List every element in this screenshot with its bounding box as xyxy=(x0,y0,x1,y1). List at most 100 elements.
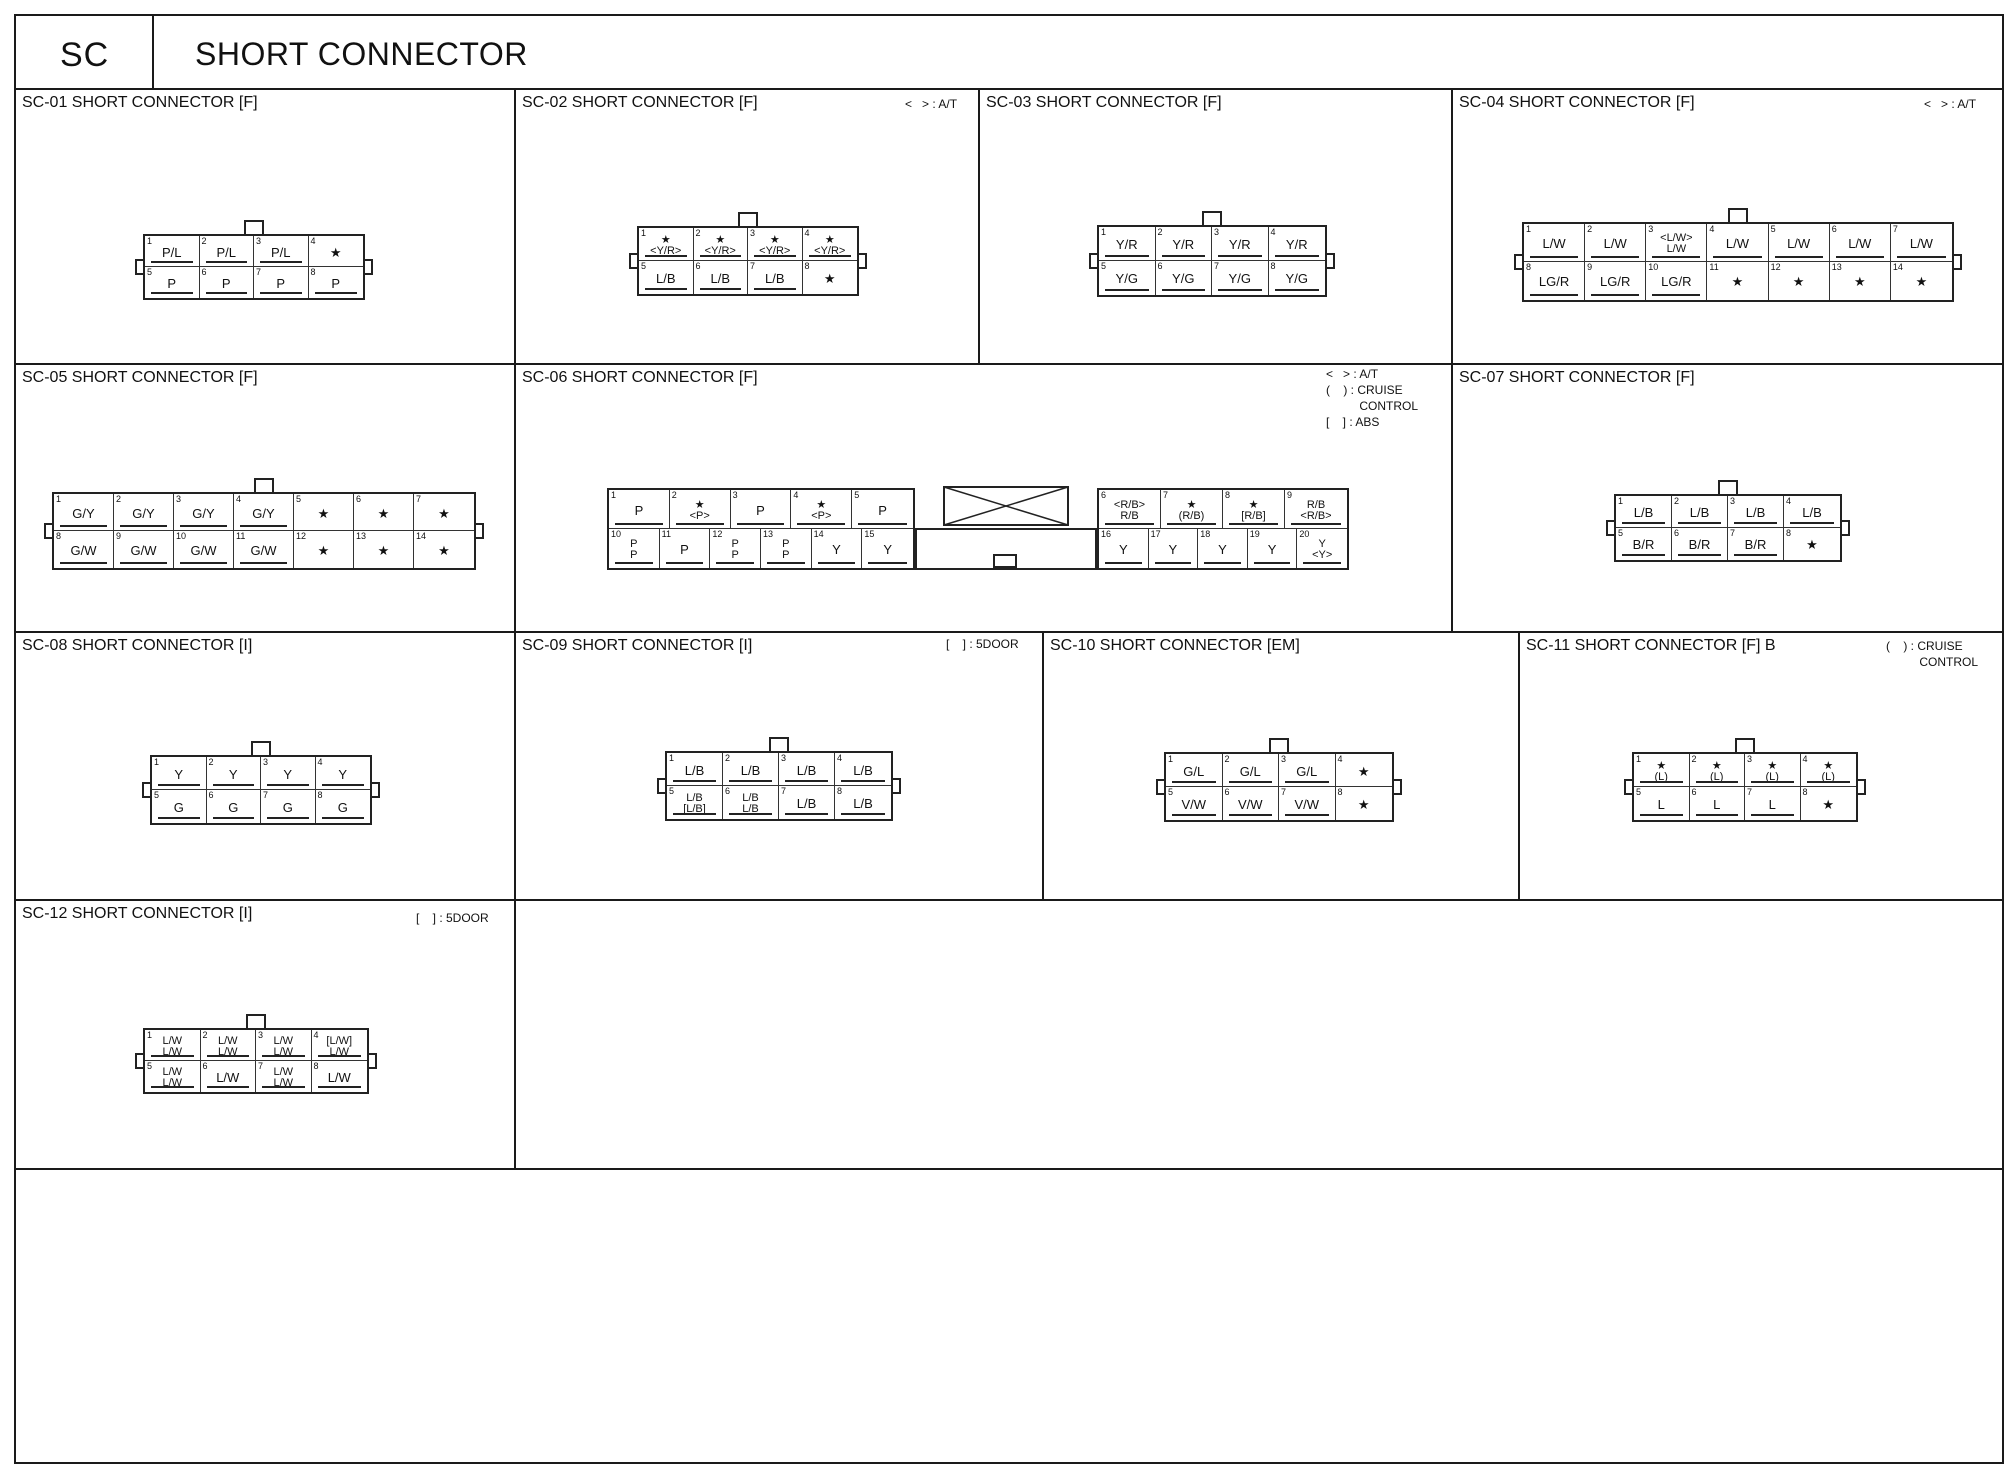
header-divider xyxy=(14,88,2004,90)
panel-legend: [ ] : 5DOOR xyxy=(946,637,1019,651)
wire-underline xyxy=(841,813,885,815)
wire-underline xyxy=(754,288,796,290)
wire-underline xyxy=(262,1055,305,1057)
pin-number: 2 xyxy=(1691,754,1697,764)
wire-underline xyxy=(1640,781,1683,783)
connector-cavity: 4★ xyxy=(308,236,363,267)
pin-number: 7 xyxy=(263,790,269,800)
wire-underline xyxy=(716,562,754,564)
wire-underline xyxy=(158,817,200,819)
pin-number: 4 xyxy=(804,228,810,238)
wire-color-label: Y/R xyxy=(1228,237,1251,252)
section-code: SC xyxy=(60,36,110,74)
connector-cavity: 12★ xyxy=(1769,262,1830,300)
pin-number: 2 xyxy=(201,236,207,246)
pin-number: 3 xyxy=(750,228,756,238)
pin-number: 5 xyxy=(1618,528,1624,538)
wire-underline xyxy=(267,784,309,786)
panel-title: SC-09 SHORT CONNECTOR [I] xyxy=(522,637,753,654)
wire-color-label: Y xyxy=(174,767,184,782)
r2-col-divider-2 xyxy=(1451,363,1453,631)
pin-number: 3 xyxy=(258,1030,264,1040)
wire-color-label: G/L xyxy=(1296,764,1318,779)
pin-number: 8 xyxy=(56,531,62,541)
wire-underline xyxy=(1204,562,1241,564)
pin-number: 18 xyxy=(1200,529,1211,539)
wire-underline xyxy=(262,1086,305,1088)
wire-color-label: P xyxy=(634,503,644,518)
wire-underline xyxy=(673,813,716,815)
pin-number: 1 xyxy=(56,494,62,504)
wire-underline xyxy=(205,261,247,263)
r1-col-divider-1 xyxy=(514,88,516,363)
wire-color-label: L xyxy=(1713,797,1721,812)
pin-number: 2 xyxy=(116,494,122,504)
pin-number: 14 xyxy=(813,529,824,539)
pin-number: 1 xyxy=(641,228,647,238)
wire-color-label: Y <Y> xyxy=(1312,538,1333,561)
wire-underline xyxy=(317,1086,361,1088)
pin-number: 8 xyxy=(310,267,316,277)
panel-title: SC-05 SHORT CONNECTOR [F] xyxy=(22,369,258,386)
pin-number: 16 xyxy=(1101,529,1112,539)
wire-color-label: B/R xyxy=(1688,537,1711,552)
pin-number: 4 xyxy=(1802,754,1808,764)
connector-lock-tab xyxy=(993,554,1017,568)
connector-cavity: 6<R/B> R/B xyxy=(1099,490,1161,529)
wire-color-label: L/B xyxy=(1689,505,1710,520)
connector-cavity: 8★ xyxy=(803,261,858,294)
pin-number: 4 xyxy=(317,757,323,767)
wire-color-label: V/W xyxy=(1181,797,1207,812)
wire-color-label: L/B xyxy=(710,271,730,286)
pin-number: 5 xyxy=(641,261,647,271)
pin-number: 2 xyxy=(1224,754,1230,764)
wire-underline xyxy=(1591,294,1640,296)
pin-number: 7 xyxy=(1163,490,1169,500)
wire-underline xyxy=(665,562,704,564)
wire-color-label: ★ xyxy=(1731,274,1744,289)
panel-sc-10: SC-10 SHORT CONNECTOR [EM] xyxy=(1042,631,1518,899)
wire-underline xyxy=(615,562,653,564)
wire-color-label: G/L xyxy=(1183,764,1205,779)
pin-number: 1 xyxy=(1101,227,1107,237)
wire-color-label: ★ [R/B] xyxy=(1241,499,1266,522)
wire-underline xyxy=(1105,562,1142,564)
wire-color-label: B/R xyxy=(1744,537,1767,552)
wire-underline xyxy=(767,562,805,564)
wire-underline xyxy=(699,288,741,290)
wire-color-label: P xyxy=(680,542,689,557)
blocked-cavity-cross-icon xyxy=(943,486,1069,526)
row4-divider xyxy=(14,1168,2004,1170)
wire-underline xyxy=(180,525,227,527)
wire-underline xyxy=(1896,256,1946,258)
wire-color-label: Y xyxy=(1218,542,1227,557)
wire-color-label: L/B xyxy=(1802,505,1822,520)
connector-cavity: 8★ xyxy=(1336,787,1393,820)
pin-number: 3 xyxy=(256,236,262,246)
panel-sc-04: SC-04 SHORT CONNECTOR [F] xyxy=(1451,88,2004,363)
wire-underline xyxy=(699,255,741,257)
wire-color-label: Y xyxy=(338,767,348,782)
pin-number: 13 xyxy=(356,531,367,541)
wire-color-label: Y xyxy=(832,542,841,557)
wire-color-label: ★ xyxy=(438,506,450,521)
pin-number: 3 xyxy=(1730,496,1736,506)
